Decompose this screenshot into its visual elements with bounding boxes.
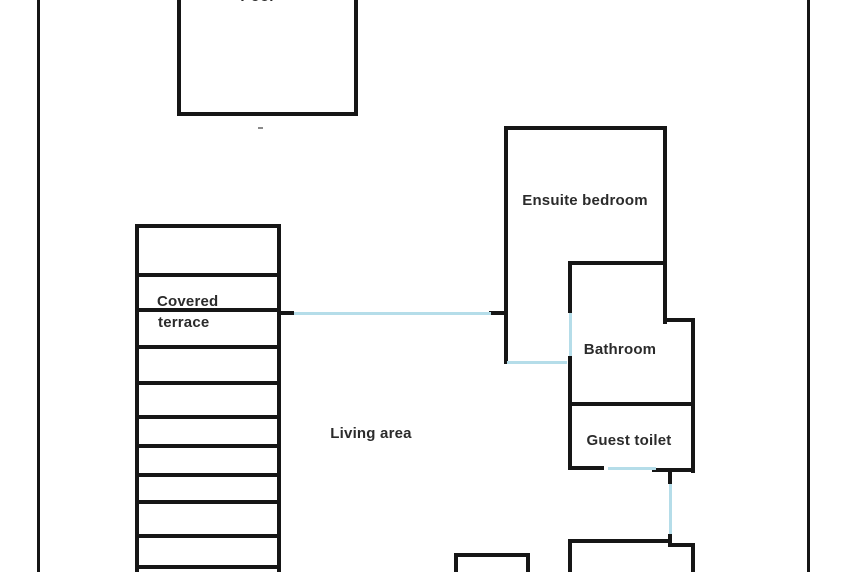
wall-segment [135,500,281,504]
room-label-covered-terrace-line2: terrace [158,314,210,331]
wall-segment [177,112,358,116]
room-label-covered-terrace-line1: Covered [157,293,219,310]
wall-segment [568,539,672,543]
wall-segment [281,311,294,315]
door-opening-segment [294,312,491,315]
wall-segment [568,466,604,470]
room-label-living-area: Living area [330,425,412,442]
wall-segment [568,539,572,572]
wall-segment [568,356,572,406]
wall-segment [568,402,572,470]
wall-segment [177,0,181,116]
wall-segment [691,318,695,473]
wall-segment [135,273,281,277]
wall-segment [504,126,508,364]
door-opening-segment [669,484,672,534]
room-label-guest-toilet: Guest toilet [586,432,672,449]
door-opening-segment [569,313,572,356]
wall-segment [652,468,695,472]
wall-segment [135,381,281,385]
wall-segment [135,415,281,419]
wall-segment [135,224,281,228]
wall-segment [277,224,281,572]
wall-segment [568,261,572,313]
wall-segment [663,126,667,324]
wall-segment [526,556,530,572]
room-label-ensuite-bedroom: Ensuite bedroom [522,192,648,209]
wall-segment [668,543,695,547]
room-label-bathroom: Bathroom [583,341,657,358]
room-label-pool: Pool [167,0,347,7]
wall-segment [135,444,281,448]
wall-segment [454,553,530,557]
wall-segment [135,345,281,349]
wall-segment [568,261,667,265]
door-opening-segment [608,467,656,470]
wall-segment [454,553,458,572]
wall-segment [135,473,281,477]
wall-segment [663,318,695,322]
wall-segment [489,311,506,315]
wall-segment [135,534,281,538]
small-mark [258,127,263,129]
wall-segment [691,543,695,572]
wall-segment [135,224,139,572]
wall-segment [504,126,667,130]
wall-segment [668,470,672,484]
wall-segment [568,402,695,406]
wall-segment [807,0,810,572]
wall-segment [135,565,281,569]
wall-segment [135,308,281,312]
wall-segment [37,0,40,572]
wall-segment [354,0,358,116]
door-opening-segment [507,361,567,364]
